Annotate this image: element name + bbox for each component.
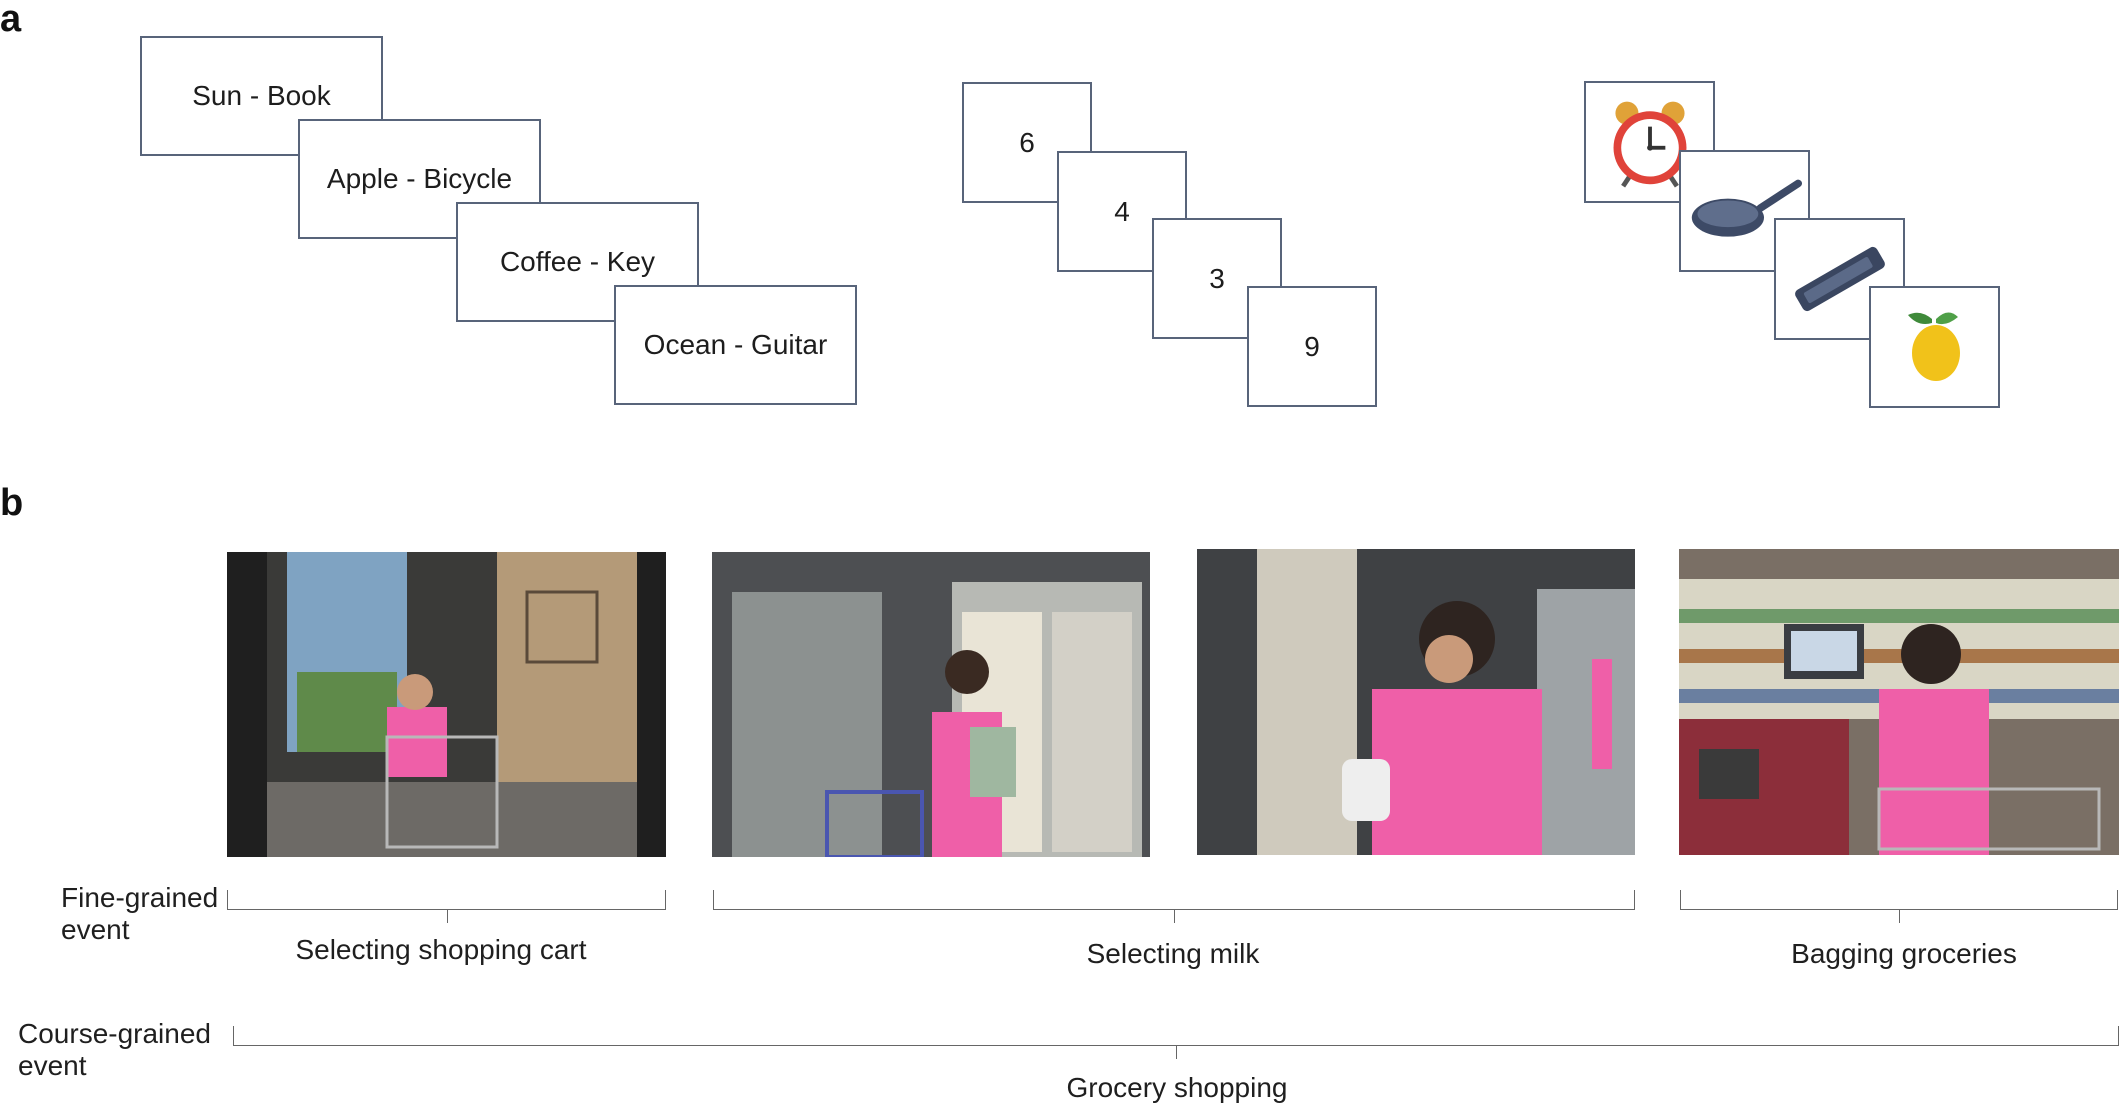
digit-card: 9: [1247, 286, 1377, 407]
bracket-tick: [1176, 1045, 1177, 1059]
video-frame-checkout: [1679, 549, 2119, 855]
fine-event-bracket: [227, 890, 666, 923]
bracket-tick: [446, 909, 448, 923]
coarse-event-bracket: [233, 1026, 2119, 1059]
remote-control-icon: [1794, 246, 1885, 312]
word-pair-text: Apple - Bicycle: [326, 163, 513, 194]
word-pair-text: Ocean - Guitar: [643, 329, 828, 360]
fine-event-label: Bagging groceries: [1791, 938, 2017, 969]
panel-b-letter: b: [0, 482, 24, 524]
video-frame-freezer: [712, 552, 1150, 857]
digit-text: 3: [1209, 262, 1225, 294]
word-pair-text: Coffee - Key: [499, 246, 656, 277]
word-pair-card: Sun - Book: [140, 36, 383, 156]
lemon-icon: [1907, 312, 1960, 381]
alarm-clock-icon: [1613, 101, 1686, 188]
word-pair-text: Sun - Book: [192, 80, 331, 111]
digit-text: 9: [1304, 330, 1320, 362]
fine-event-label: Selecting milk: [1086, 938, 1260, 969]
bracket-tick: [1174, 909, 1175, 923]
coarse-event-label: Grocery shopping: [1066, 1072, 1288, 1103]
coarse-grained-row-label: Course-grained event: [18, 1018, 211, 1082]
digit-text: 6: [1019, 126, 1035, 158]
fine-event-bracket: [1680, 890, 2118, 923]
digit-text: 4: [1114, 195, 1130, 227]
fine-grained-row-label: Fine-grained event: [61, 882, 219, 946]
video-frame-milk: [1197, 549, 1635, 855]
panel-a-letter: a: [0, 0, 22, 40]
bracket-tick: [1899, 909, 1900, 923]
object-card: [1869, 286, 2000, 408]
fine-event-bracket: [713, 890, 1635, 923]
word-pair-card: Ocean - Guitar: [614, 285, 857, 405]
frying-pan-icon: [1691, 179, 1802, 237]
fine-event-label: Selecting shopping cart: [295, 934, 587, 965]
video-frame-cart: [227, 552, 666, 857]
